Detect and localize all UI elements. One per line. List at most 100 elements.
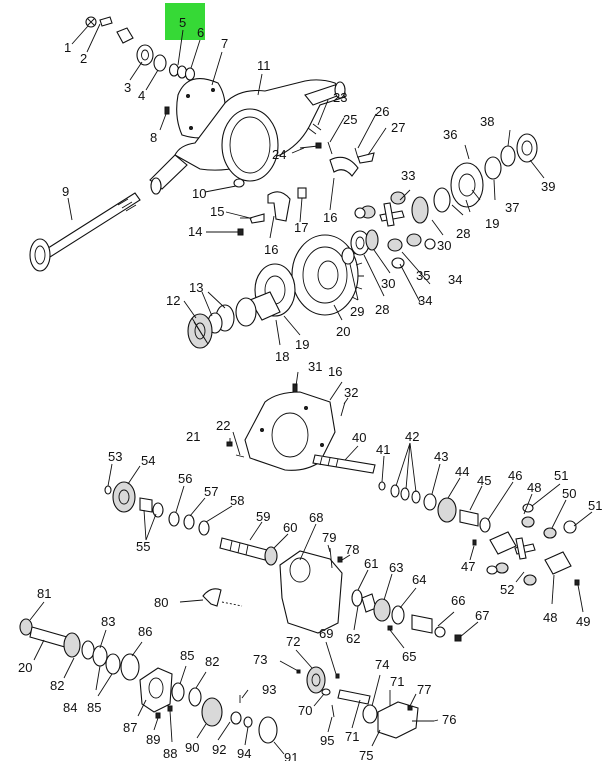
callout-label: 89 [146,732,160,747]
callout-label: 13 [189,280,203,295]
callout-label: 30 [437,238,451,253]
callout-label: 38 [480,114,494,129]
callout-label: 22 [216,418,230,433]
callout-label: 65 [402,649,416,664]
callout-label: 71 [390,674,404,689]
callout-label: 17 [294,220,308,235]
callout-label: 77 [417,682,431,697]
callout-label: 55 [136,539,150,554]
callout-label: 81 [37,586,51,601]
callout-label: 14 [188,224,202,239]
callout-label: 44 [455,464,469,479]
callout-label: 66 [451,593,465,608]
callout-label: 9 [62,184,69,199]
callout-label: 56 [178,471,192,486]
callout-label: 19 [485,216,499,231]
callout-label: 85 [87,700,101,715]
callout-label: 23 [333,90,347,105]
callout-label: 60 [283,520,297,535]
callout-label: 78 [345,542,359,557]
callout-label: 3 [124,80,131,95]
callout-label: 51 [554,468,568,483]
callout-label: 8 [150,130,157,145]
callout-label: 45 [477,473,491,488]
callout-label: 67 [475,608,489,623]
callout-label: 15 [210,204,224,219]
callout-label: 19 [295,337,309,352]
callout-label: 75 [359,748,373,761]
callout-label: 52 [500,582,514,597]
callout-label: 82 [205,654,219,669]
callout-label: 80 [154,595,168,610]
callout-label: 62 [346,631,360,646]
callout-label: 29 [350,304,364,319]
carrier-group [104,383,580,642]
callout-label: 87 [123,720,137,735]
axle-housing-group [29,16,347,272]
callout-label: 72 [286,634,300,649]
callout-label: 32 [344,385,358,400]
callout-label: 16 [323,210,337,225]
callout-label: 59 [256,509,270,524]
callout-label: 24 [272,147,286,162]
callout-label: 71 [345,729,359,744]
callout-label: 11 [257,58,271,73]
callout-label: 30 [381,276,395,291]
callout-label: 57 [204,484,218,499]
highlight-box-5 [165,3,205,40]
callout-label: 70 [298,703,312,718]
callout-label: 16 [328,364,342,379]
callout-label: 68 [309,510,323,525]
callout-label: 92 [212,742,226,757]
callout-label: 5 [179,15,186,30]
callout-label: 39 [541,179,555,194]
callout-label: 16 [264,242,278,257]
callout-label: 85 [180,648,194,663]
leader-lines [29,23,593,755]
callout-label: 26 [375,104,389,119]
callout-label: 79 [322,530,336,545]
lower-pinion-group [19,618,434,744]
callout-label: 69 [319,626,333,641]
callout-label: 20 [336,324,350,339]
callout-label: 51 [588,498,602,513]
callout-label: 53 [108,449,122,464]
callout-label: 34 [418,293,432,308]
callout-label: 40 [352,430,366,445]
callout-label: 28 [456,226,470,241]
differential-case-group [187,123,538,349]
callout-labels: 1 2 3 4 5 6 7 8 9 10 11 12 13 14 15 16 1… [18,15,602,761]
callout-label: 54 [141,453,155,468]
callout-label: 93 [262,682,276,697]
callout-label: 61 [364,556,378,571]
callout-label: 91 [284,750,298,761]
callout-label: 58 [230,493,244,508]
callout-label: 73 [253,652,267,667]
callout-label: 74 [375,657,389,672]
callout-label: 21 [186,429,200,444]
callout-label: 2 [80,51,87,66]
callout-label: 36 [443,127,457,142]
callout-label: 27 [391,120,405,135]
callout-label: 64 [412,572,426,587]
callout-label: 82 [50,678,64,693]
callout-label: 28 [375,302,389,317]
callout-label: 90 [185,740,199,755]
callout-label: 34 [448,272,462,287]
callout-label: 10 [192,186,206,201]
callout-label: 47 [461,559,475,574]
callout-label: 63 [389,560,403,575]
callout-label: 12 [166,293,180,308]
callout-label: 41 [376,442,390,457]
callout-label: 35 [416,268,430,283]
callout-label: 94 [237,746,251,761]
callout-label: 20 [18,660,32,675]
callout-label: 7 [221,36,228,51]
callout-label: 86 [138,624,152,639]
callout-label: 43 [434,449,448,464]
callout-label: 46 [508,468,522,483]
callout-label: 95 [320,733,334,748]
callout-label: 42 [405,429,419,444]
callout-label: 84 [63,700,77,715]
